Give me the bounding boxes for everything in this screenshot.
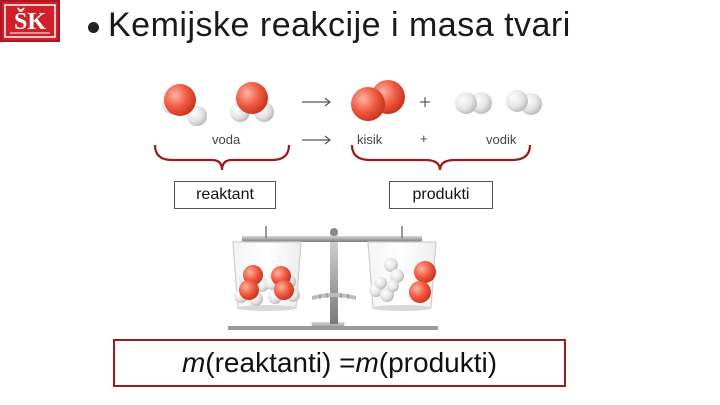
slide-title: Kemijske reakcije i masa tvari — [108, 6, 571, 44]
formula-reactants-part: (reaktanti) = — [205, 347, 356, 378]
hydrogen-molecule — [455, 92, 492, 114]
formula-m-reactants: m — [181, 347, 206, 378]
logo-text: ŠK — [14, 8, 46, 35]
water-molecule — [234, 280, 263, 306]
reactant-label-voda: voda — [212, 132, 241, 147]
formula-m-products: m — [355, 347, 379, 378]
water-molecule — [230, 82, 274, 122]
plus-icon — [420, 97, 430, 107]
products-brace — [350, 144, 532, 171]
oxygen-molecule — [409, 261, 436, 303]
hydrogen-molecule — [506, 90, 542, 115]
left-container — [232, 241, 302, 311]
water-molecule — [162, 84, 207, 126]
formula-products-part: (produkti) — [378, 347, 498, 378]
products-box: produkti — [389, 181, 493, 209]
arrow-right-icon — [302, 97, 331, 107]
product-label-kisik: kisik — [357, 132, 383, 147]
arrow-right-icon — [302, 135, 331, 145]
balance-scale — [228, 226, 438, 330]
water-molecule — [268, 280, 300, 304]
logo-mark-icon: ŠK — [4, 4, 56, 38]
mass-conservation-formula: m(reaktanti) = m(produkti) — [113, 339, 566, 387]
product-label-vodik: vodik — [486, 132, 517, 147]
reactant-brace — [153, 144, 291, 171]
right-container — [367, 241, 437, 311]
reactant-box: reaktant — [174, 181, 276, 209]
hydrogen-molecule — [375, 277, 399, 292]
school-logo: ŠK — [0, 0, 60, 42]
hydrogen-molecule — [384, 258, 404, 283]
title-bullet-icon — [88, 22, 99, 33]
oxygen-molecule — [351, 80, 405, 121]
plus-label: + — [420, 131, 428, 146]
